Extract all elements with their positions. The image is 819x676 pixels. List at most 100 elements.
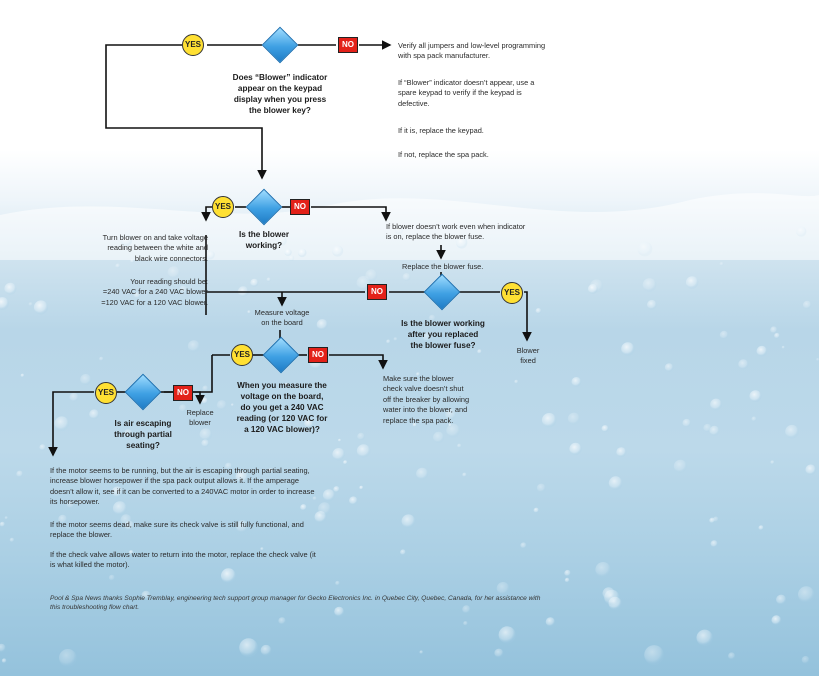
water-bubble: [798, 586, 815, 603]
water-bubble: [771, 615, 782, 626]
water-bubble: [39, 444, 46, 451]
water-bubble: [59, 649, 77, 667]
measure-voltage-text: Measure voltage on the board: [254, 308, 310, 328]
q2-yes-badge: YES: [212, 196, 234, 218]
water-bubble: [198, 233, 204, 239]
water-bubble: [703, 423, 712, 433]
q5-no-badge: NO: [173, 385, 193, 401]
water-bubble: [710, 398, 722, 411]
q2-no-badge: NO: [290, 199, 310, 215]
water-bubble: [401, 514, 416, 529]
q1-no-text-4: If not, replace the spa pack.: [398, 150, 489, 159]
water-bubble: [463, 621, 468, 626]
water-bubble: [770, 326, 778, 334]
water-bubble: [541, 413, 557, 428]
water-bubble: [400, 549, 406, 556]
water-bubble: [728, 652, 736, 660]
q3-yes-text: Blower fixed: [516, 346, 540, 366]
water-bubble: [393, 337, 398, 341]
q2-no-text: If blower doesn’t work even when indicat…: [386, 222, 526, 242]
water-bubble: [785, 424, 799, 439]
water-bubble: [33, 300, 49, 315]
water-bubble: [250, 278, 259, 287]
water-bubble: [16, 470, 24, 478]
q3-no-badge: NO: [367, 284, 387, 300]
water-bubble: [9, 537, 15, 543]
q3-question: Is the blower working after you replaced…: [401, 319, 485, 350]
q1-no-text-3: If it is, replace the keypad.: [398, 126, 484, 135]
water-bubble: [416, 372, 420, 377]
water-bubble: [520, 542, 527, 549]
q4-no-badge: NO: [308, 347, 328, 363]
water-bubble: [112, 501, 127, 516]
water-bubble: [359, 485, 364, 490]
water-bubble: [333, 486, 340, 493]
water-bubble: [335, 580, 340, 586]
water-bubble: [79, 500, 84, 505]
water-bubble: [514, 379, 519, 384]
water-bubble: [477, 349, 482, 354]
water-bubble: [416, 467, 429, 480]
water-bubble: [685, 276, 699, 289]
q5-yes-badge: YES: [95, 382, 117, 404]
water-bubble: [770, 460, 775, 465]
water-bubble: [202, 385, 209, 392]
water-bubble: [58, 514, 68, 524]
water-bubble: [260, 547, 264, 551]
water-bubble: [133, 292, 141, 299]
water-bubble: [338, 438, 342, 442]
water-bubble: [349, 496, 358, 506]
water-bubble: [332, 448, 346, 461]
water-bubble: [601, 425, 609, 433]
water-bubble: [20, 373, 25, 378]
water-bubble: [224, 462, 233, 470]
water-bubble: [608, 476, 623, 491]
water-bubble: [710, 540, 718, 548]
water-bubble: [571, 377, 582, 387]
water-bubble: [682, 418, 691, 428]
water-bubble: [130, 258, 135, 264]
water-bubble: [278, 617, 286, 625]
water-bubble: [664, 363, 674, 372]
q2-yes-text-2: Your reading should be: =240 VAC for a 2…: [101, 277, 208, 307]
water-bubble: [123, 429, 133, 438]
water-bubble: [28, 302, 33, 307]
water-bubble: [533, 507, 539, 513]
water-bubble: [318, 502, 332, 516]
water-bubble: [604, 589, 620, 606]
water-bubble: [201, 439, 210, 448]
water-bubble: [446, 423, 461, 438]
q4-yes-badge: YES: [231, 344, 253, 366]
water-bubble: [356, 444, 371, 458]
water-bubble: [332, 245, 344, 257]
water-bubble: [412, 423, 417, 427]
q1-yes-badge: YES: [182, 34, 204, 56]
water-bubble: [120, 235, 133, 247]
q1-no-text-2: If “Blower” indicator doesn’t appear, us…: [398, 78, 535, 108]
water-bubble: [284, 382, 289, 387]
water-bubble: [4, 516, 8, 520]
water-bubble: [284, 248, 292, 256]
water-bubble: [235, 470, 249, 484]
water-bubble: [749, 390, 762, 403]
water-bubble: [621, 342, 635, 356]
water-bubble: [66, 500, 75, 509]
water-bubble: [80, 374, 92, 386]
water-bubble: [758, 525, 764, 531]
water-bubble: [801, 656, 810, 664]
water-bubble: [334, 606, 345, 617]
water-bubble: [462, 605, 471, 614]
water-bubble: [419, 650, 424, 654]
q5-yes-text-1: If the motor seems to be running, but th…: [50, 466, 315, 507]
water-bubble: [422, 331, 433, 342]
water-bubble: [494, 648, 504, 658]
water-bubble: [108, 574, 115, 581]
water-bubble: [0, 643, 6, 653]
water-bubble: [187, 340, 200, 353]
water-bubble: [221, 568, 236, 584]
water-bubble: [236, 520, 249, 533]
water-bubble: [247, 310, 251, 314]
water-bubble: [266, 277, 271, 282]
water-bubble: [365, 269, 378, 282]
water-bubble: [587, 284, 598, 294]
